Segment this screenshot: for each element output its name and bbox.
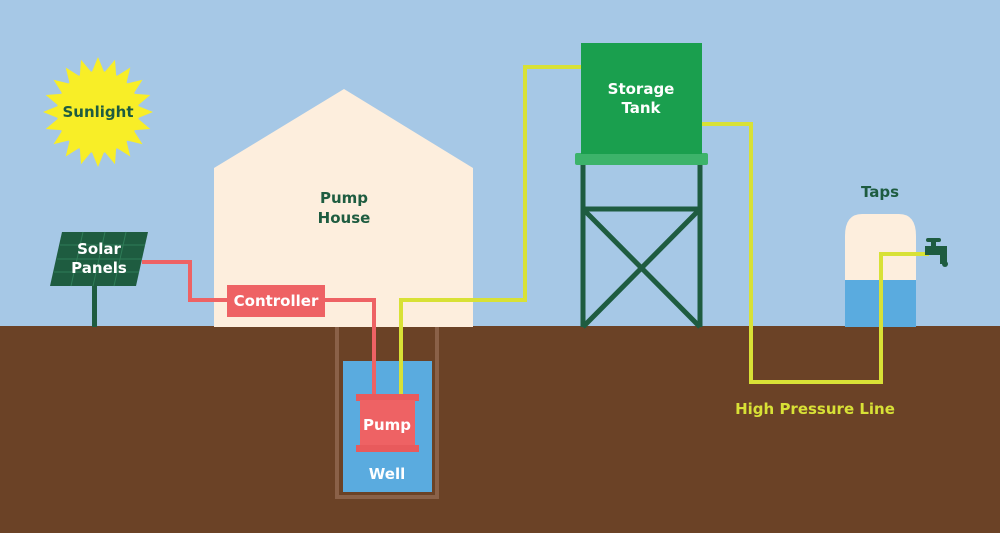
controller-box [227, 285, 325, 317]
pump-house-label-line1: Pump [320, 189, 368, 207]
taps-label: Taps [861, 183, 899, 201]
power-wire-controller-to-pump [320, 298, 376, 398]
high-pressure-line [702, 122, 929, 384]
storage-tank [581, 43, 702, 154]
sunlight-label: Sunlight [62, 103, 133, 121]
tank-stand [580, 163, 703, 329]
solar-panel-grid [54, 231, 145, 287]
sky [0, 0, 1000, 327]
pipe-pump-to-tank [399, 65, 581, 398]
controller-label: Controller [234, 292, 319, 310]
power-wire-solar-to-controller [142, 260, 230, 302]
solar-panels-label-line2: Panels [71, 259, 127, 277]
solar-panels-label-line1: Solar [77, 240, 121, 258]
storage-tank-label-line2: Tank [621, 99, 661, 117]
faucet-icon [925, 238, 948, 267]
storage-tank-label-line1: Storage [608, 80, 675, 98]
pump-house-label-line2: House [318, 209, 371, 227]
pump-label: Pump [363, 416, 411, 434]
well-label: Well [369, 465, 405, 483]
ground [0, 326, 1000, 533]
pump-house [214, 89, 473, 327]
pump [356, 394, 419, 452]
tank-platform [575, 153, 708, 165]
solar-panels [50, 231, 148, 327]
well-shaft [335, 327, 439, 499]
high-pressure-line-label: High Pressure Line [735, 400, 895, 418]
sun-icon [43, 57, 153, 167]
solar-panel-post [92, 280, 97, 327]
